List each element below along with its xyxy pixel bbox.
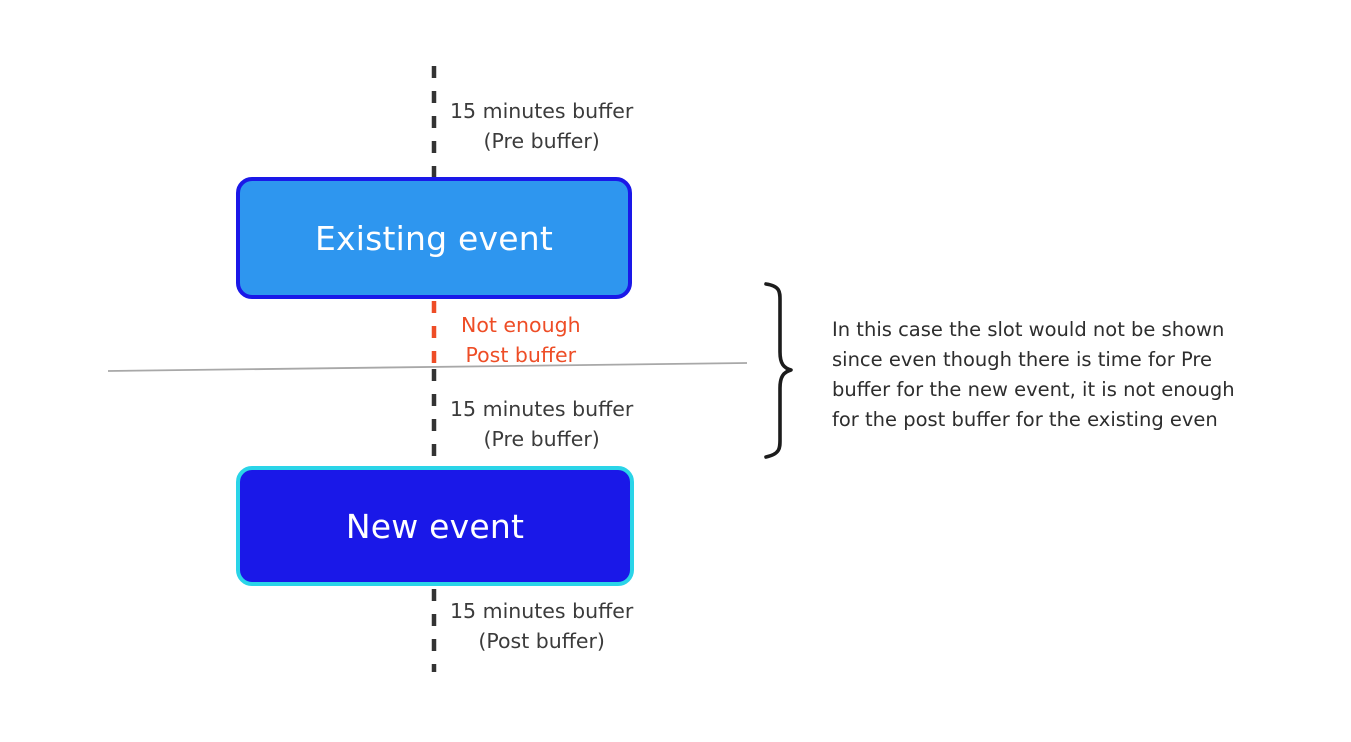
explanation-text: In this case the slot would not be shown… (832, 318, 1235, 431)
post-buffer-bottom-label: 15 minutes buffer (Post buffer) (450, 596, 633, 656)
existing-event-box[interactable]: Existing event (236, 177, 632, 299)
pre-buffer-middle-line1: 15 minutes buffer (450, 397, 634, 421)
existing-event-label: Existing event (315, 218, 553, 258)
post-buffer-bottom-line1: 15 minutes buffer (450, 599, 634, 623)
pre-buffer-top-line1: 15 minutes buffer (450, 99, 634, 123)
new-event-label: New event (345, 506, 525, 546)
post-buffer-conflict-label: Not enough Post buffer (461, 310, 581, 370)
curly-brace-right (764, 282, 793, 459)
pre-buffer-top-label: 15 minutes buffer (Pre buffer) (450, 96, 633, 156)
slot-boundary-line (107, 362, 748, 372)
post-buffer-conflict-line2: Post buffer (465, 343, 577, 367)
post-buffer-bottom-line2: (Post buffer) (478, 629, 605, 653)
new-event-box[interactable]: New event (236, 466, 634, 586)
pre-buffer-middle-label: 15 minutes buffer (Pre buffer) (450, 394, 633, 454)
pre-buffer-middle-line2: (Pre buffer) (483, 427, 600, 451)
pre-buffer-top-line2: (Pre buffer) (483, 129, 600, 153)
post-buffer-conflict-line1: Not enough (461, 313, 581, 337)
